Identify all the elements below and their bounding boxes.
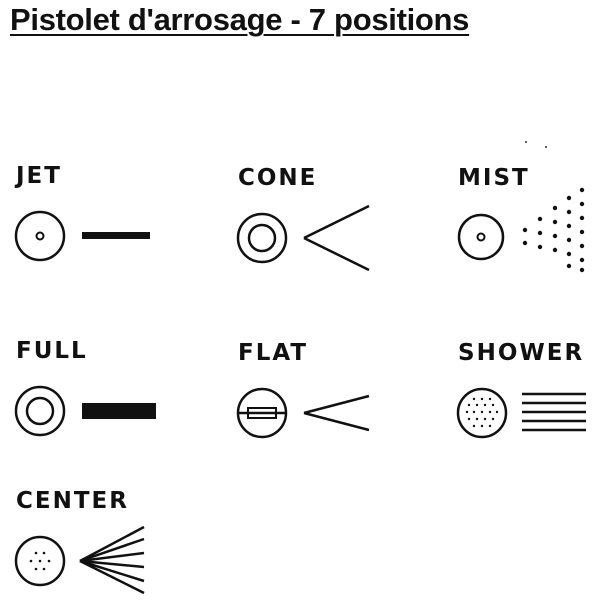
mode-label-flat: FLAT	[238, 340, 309, 366]
mode-jet: JET	[14, 162, 196, 282]
center-spray-icon	[14, 525, 145, 595]
speck-mark	[545, 146, 547, 148]
mode-full: FULL	[14, 337, 196, 457]
mode-label-mist: MIST	[458, 165, 530, 191]
mode-label-jet: JET	[16, 163, 62, 189]
speck-mark	[525, 141, 527, 143]
mode-cone: CONE	[236, 164, 418, 284]
jet-spray-icon	[14, 210, 150, 262]
mode-shower: SHOWER	[456, 339, 600, 459]
full-spray-icon	[14, 385, 156, 437]
mode-label-center: CENTER	[16, 488, 129, 514]
cone-spray-icon	[236, 204, 370, 272]
diagram-title: Pistolet d'arrosage - 7 positions	[10, 2, 470, 37]
shower-spray-icon	[456, 387, 586, 439]
mode-mist: MIST	[457, 164, 600, 284]
mist-spray-icon	[457, 187, 585, 273]
mode-label-full: FULL	[16, 338, 88, 364]
mode-label-shower: SHOWER	[458, 340, 585, 366]
mode-center: CENTER	[14, 487, 196, 607]
flat-spray-icon	[236, 387, 370, 439]
mode-label-cone: CONE	[238, 165, 318, 191]
mode-flat: FLAT	[236, 339, 418, 459]
